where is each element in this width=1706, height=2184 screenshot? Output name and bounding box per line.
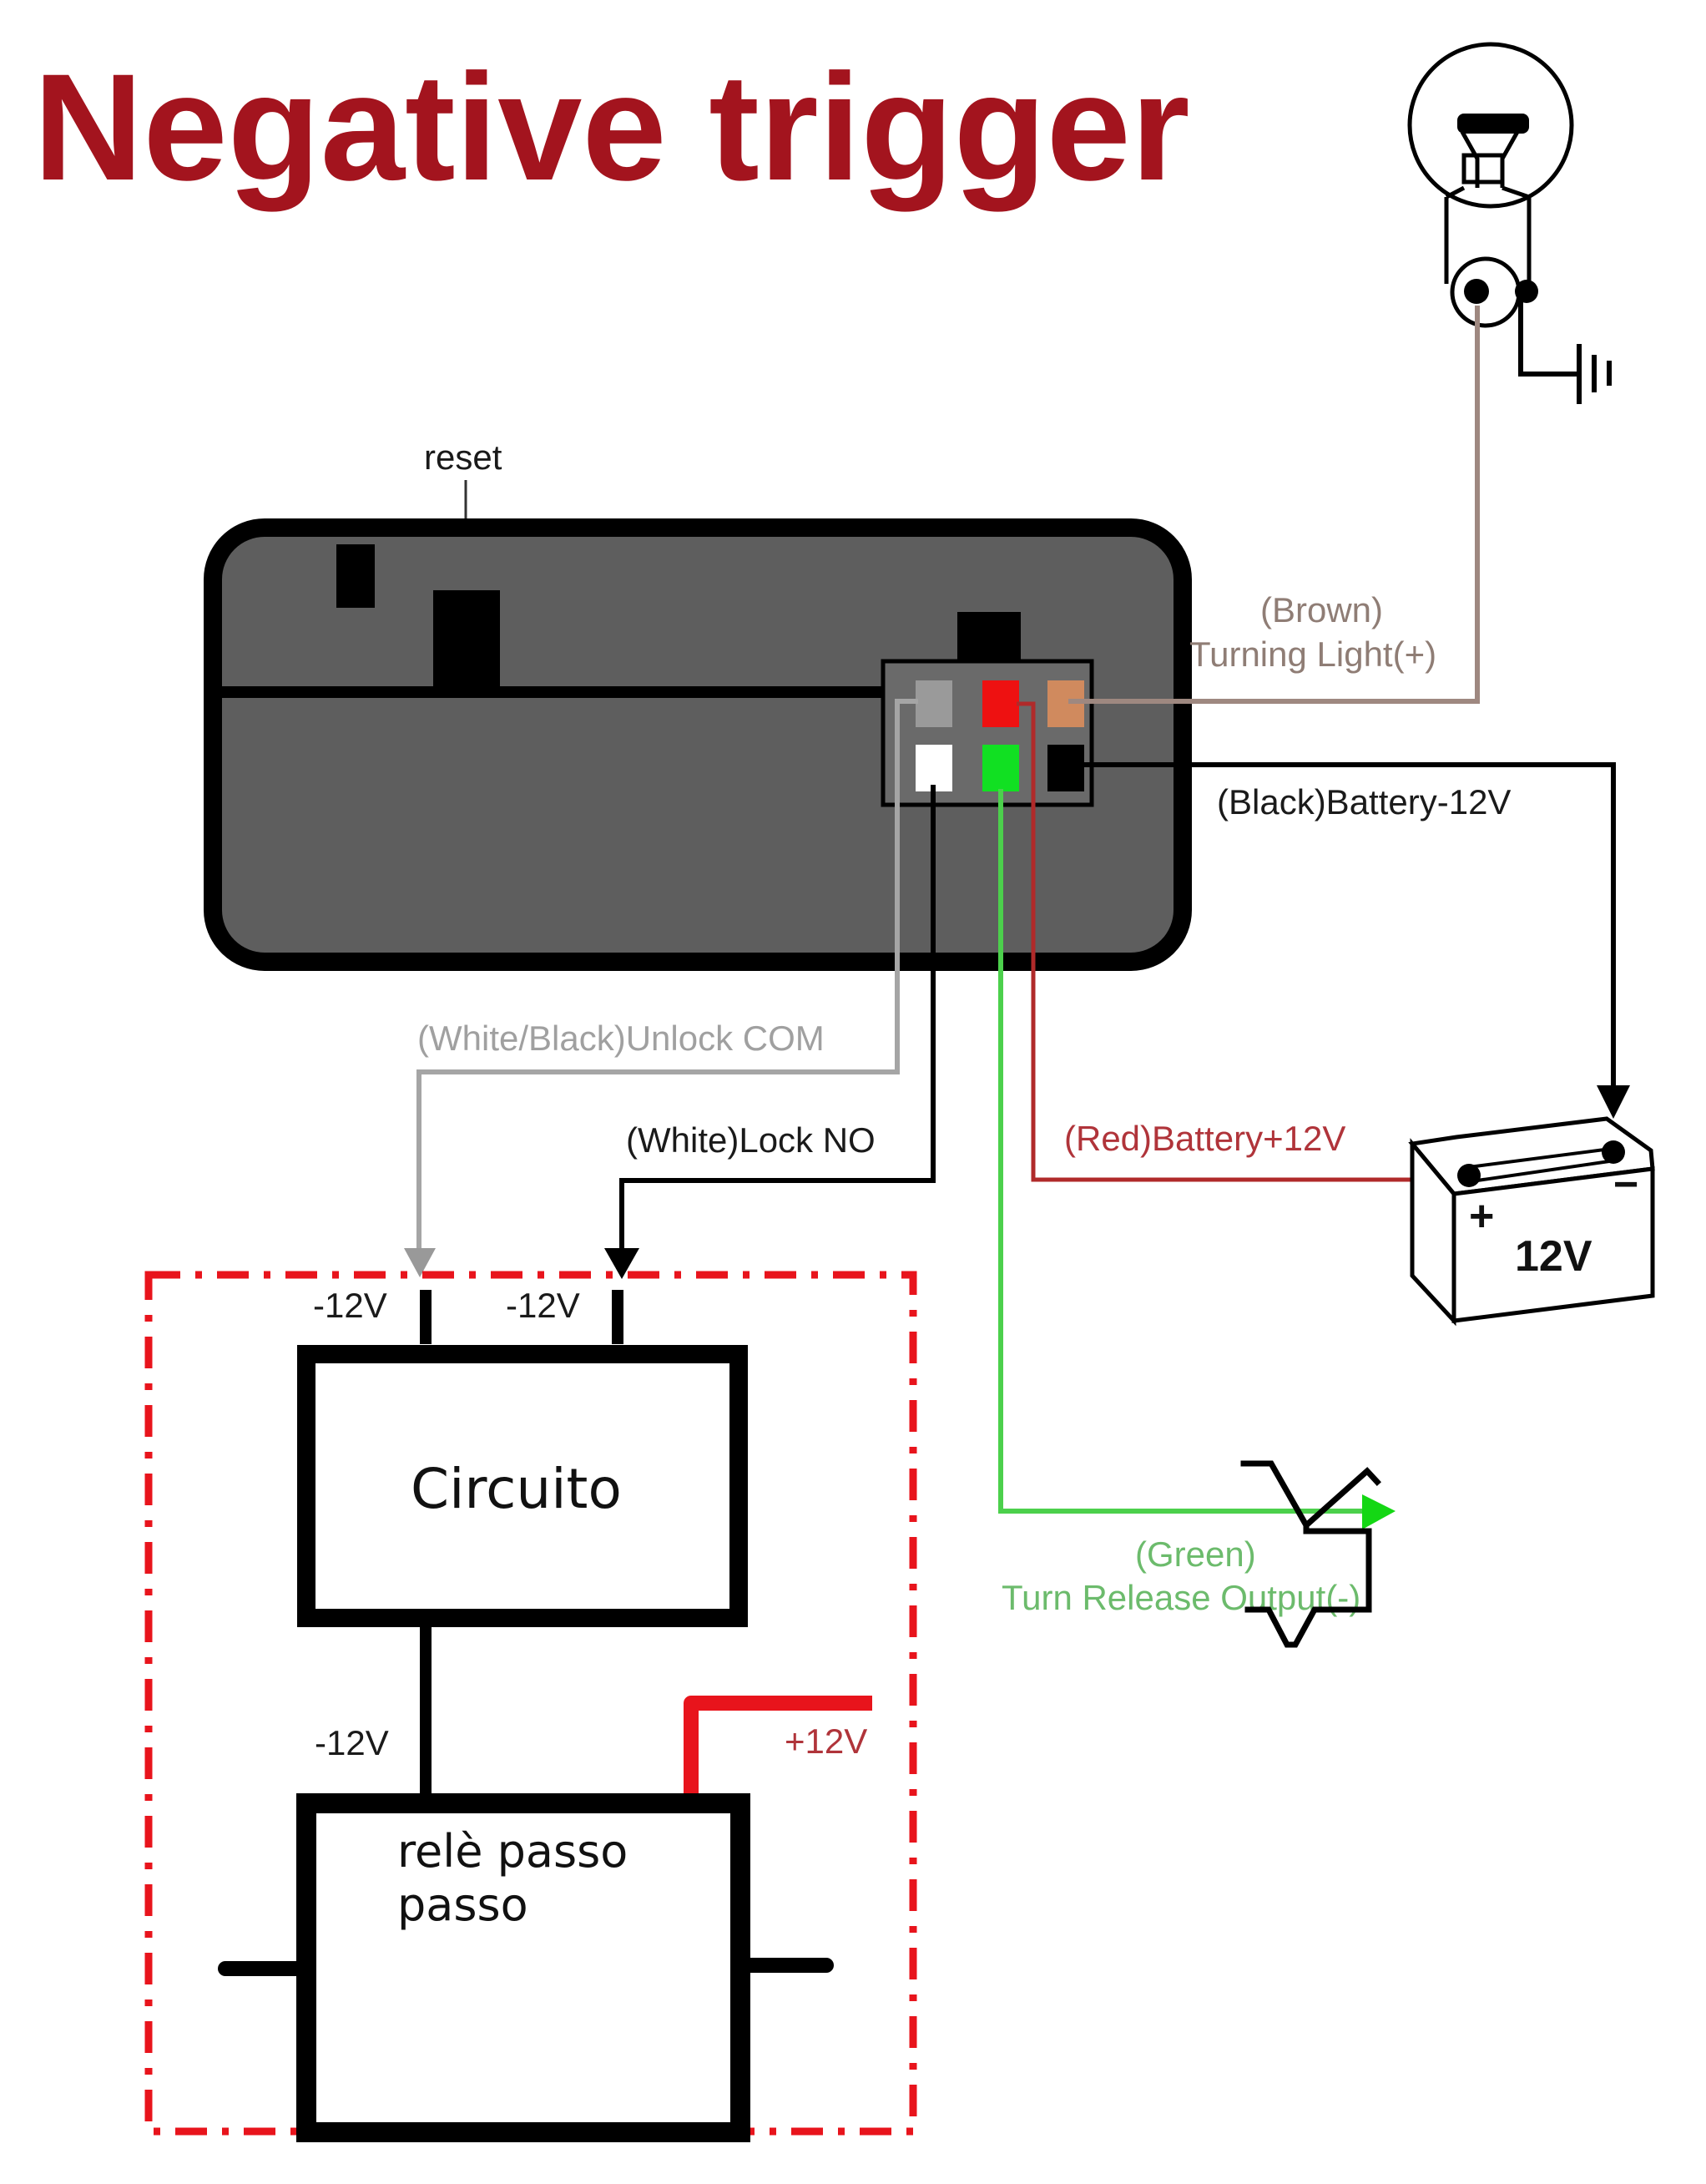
wire-black: [1068, 762, 1616, 1085]
pin-black: [1047, 745, 1084, 791]
circuit-input-2-label: -12V: [506, 1286, 580, 1325]
white-wire-label: (White)Lock NO: [626, 1120, 876, 1160]
green-wire-arrow: [1362, 1494, 1396, 1529]
relay-box-label-1: relè passo: [397, 1825, 628, 1878]
connector-tab: [957, 612, 1021, 662]
battery-negative-terminal: [1602, 1140, 1625, 1164]
green-wire-label-1: (Green): [1135, 1534, 1256, 1574]
diagram-title: Negative trigger: [33, 42, 1190, 212]
reset-button[interactable]: [433, 590, 500, 689]
bulb-contact-left: [1464, 279, 1489, 304]
bulb-filament: [1457, 114, 1529, 134]
circuit-box: [297, 1345, 748, 1627]
relay-box-label-2: passo: [397, 1878, 528, 1931]
circuit-box-label: Circuito: [411, 1457, 622, 1521]
green-wire-label-2: Turn Release Output(-): [1002, 1578, 1360, 1617]
battery-plus-sign: +: [1469, 1192, 1494, 1241]
pin-green: [982, 745, 1019, 791]
switch-icon: [1240, 1460, 1381, 1648]
pin-white: [916, 745, 952, 791]
wire-red: [1017, 701, 1415, 1182]
battery-voltage-label: 12V: [1515, 1232, 1592, 1281]
red-wire-label: (Red)Battery+12V: [1064, 1119, 1345, 1158]
circuit-input-1-label: -12V: [313, 1286, 387, 1325]
brown-wire-label-1: (Brown): [1260, 590, 1383, 629]
brown-wire-label-2: Turning Light(+): [1189, 634, 1436, 674]
relay-positive-label: +12V: [785, 1721, 867, 1761]
white-black-wire-label: (White/Black)Unlock COM: [417, 1019, 825, 1058]
module-tab: [336, 544, 375, 608]
wire-white: [619, 785, 936, 1252]
module-divider: [222, 686, 890, 698]
bulb-icon: [1407, 42, 1574, 328]
pin-red: [982, 680, 1019, 727]
battery-minus-sign: −: [1613, 1160, 1638, 1209]
white-wire-arrow: [604, 1248, 639, 1279]
white-black-wire-arrow: [404, 1248, 436, 1277]
ground-icon: [1518, 296, 1612, 404]
relay-positive-wire: [684, 1696, 872, 1795]
wire-white-black: [416, 699, 918, 1252]
battery-positive-terminal: [1457, 1164, 1481, 1187]
connector-pins: [916, 680, 1084, 791]
black-wire-arrow: [1597, 1085, 1630, 1119]
reset-label: reset: [424, 437, 502, 477]
wire-green: [998, 789, 1369, 1514]
relay-negative-label: -12V: [315, 1723, 389, 1762]
pin-white-black: [916, 680, 952, 727]
black-wire-label: (Black)Battery-12V: [1217, 782, 1511, 822]
wire-brown: [1068, 306, 1480, 704]
